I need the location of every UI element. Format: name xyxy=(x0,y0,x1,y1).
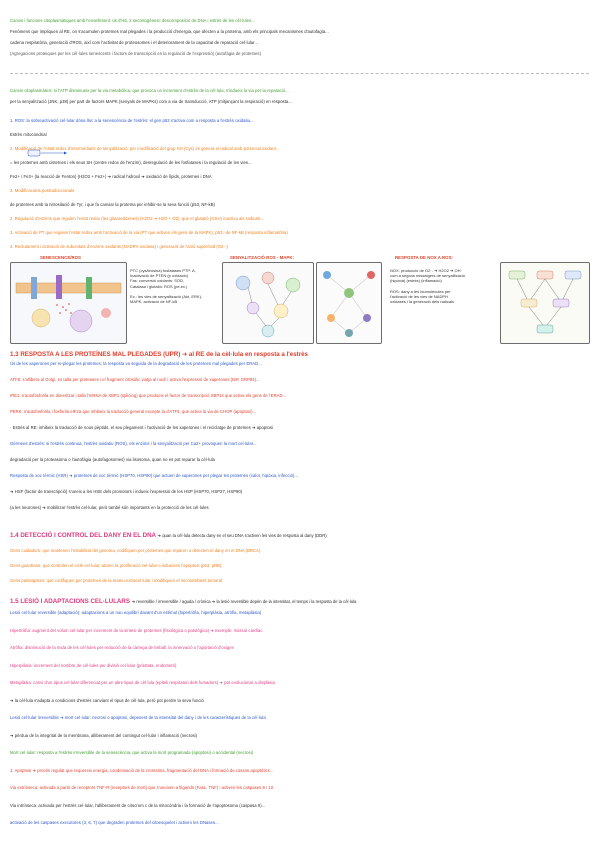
text-line: · Estrès al RE: inhibeix la traducció de… xyxy=(10,425,274,430)
text-line: Fe2+ / Fe3+ (la reacció de Fenton) (H2O2… xyxy=(10,174,212,179)
text-line: Lesió cel·lular reversible (adaptació): … xyxy=(10,610,262,615)
text-line: Lesió cel·lular irreversible ➜ mort cel·… xyxy=(10,715,266,720)
text-line: 4. Reclutament i activació de subunitats… xyxy=(10,244,228,249)
text-line: activació de les caspases executores (3,… xyxy=(10,820,219,825)
text-line: Gèrmens d'estrès: si l'estrès continua, … xyxy=(10,441,257,446)
figure-note-line: NOX: producció de O2·- ➜ H2O2 ➜ OH· xyxy=(390,268,462,273)
text-line: Gens paisatgistes: que codifiquen per pr… xyxy=(10,578,223,583)
text-line: Hiperplàsia: increment del nombre de cèl… xyxy=(10,662,177,668)
fig2-title: SENYALITZACIÓ ROS - MAPK: xyxy=(230,255,294,260)
receptor-shape xyxy=(56,275,62,299)
text-line: 1. Apoptosi ➜ procés regulat que requere… xyxy=(10,767,274,773)
text-line: 2. Regulació d'enzims que regulen l'esta… xyxy=(10,216,265,221)
text-line: Ús de les xaperones per re-plegar les pr… xyxy=(10,361,262,366)
text-line: ATF6: s'allibera al Golgi, es talla per … xyxy=(10,377,260,382)
section-1-5-subtitle: ➜ reversible / irreversible / aguda / cr… xyxy=(131,599,357,604)
figure-note-line: Catalasa i glutatió: ROS (pe.ex.) xyxy=(130,283,188,289)
text-line: Gens guardians: que controlen el cicle c… xyxy=(10,563,222,568)
figure-note-line: ROS: dany a les biomolècules per xyxy=(390,288,451,294)
fig2-pathway-diagram xyxy=(222,262,314,344)
figure-note-line: PTC (cys/tirosina) fosfatases PTP: A, xyxy=(130,268,196,273)
fig3-pathway-diagram xyxy=(500,262,590,344)
text-line: ➜ HSF (factor de transcripció) s'uneix a… xyxy=(10,489,243,494)
section-1-5-heading: 1.5 LESIÓ I ADAPTACIONS CEL·LULARS ➜ rev… xyxy=(10,598,356,605)
figure-note-line: com a segons missatgers de senyalització xyxy=(390,273,465,279)
text-line: Gens cuidadors: que mantenen l'estabilit… xyxy=(10,548,261,553)
network-svg xyxy=(323,271,375,337)
fig3-notes: NOX: producció de O2·- ➜ H2O2 ➜ OH·com a… xyxy=(390,268,465,304)
fig1-title: SENESCENCE/ROS xyxy=(40,255,81,260)
text-line: Estrès mitocondrial xyxy=(10,132,47,137)
section-1-4-title: 1.4 DETECCIÓ I CONTROL DEL DANY EN EL DN… xyxy=(10,532,156,539)
text-line: degradació per la proteasoma o l'autofàg… xyxy=(10,457,215,462)
cell-membrane-illustration xyxy=(15,275,122,333)
membrane-band xyxy=(15,282,122,294)
text-line: Metaplàsia: canvi d'un tipus cel·lular d… xyxy=(10,680,275,685)
figure-note-line: Ex.: les vies de senyalització (Akt, ERK… xyxy=(130,294,203,300)
text-line: Via intrínseca: activada per l'estrès ce… xyxy=(10,802,266,808)
section-1-4-subtitle: ➜ quan la cèl·lula detecta dany en el se… xyxy=(157,533,327,538)
fig2b-network-diagram xyxy=(316,262,382,344)
fig1-illustration xyxy=(10,262,127,344)
text-line: PERK: s'autofosforila i fosforila eIF2α … xyxy=(10,409,257,414)
figure-note-line: Fas: conversió oxidants: SOD, xyxy=(130,278,185,284)
text-line: ➜ pèrdua de la integritat de la membrana… xyxy=(10,732,198,738)
figure-note-line: (hipòxia) (estrès) (inflamació) xyxy=(390,278,442,284)
nucleus-shape xyxy=(69,309,93,333)
mapk-pathway-svg xyxy=(235,271,301,338)
text-line: Mort cel·lular: resposta a l'estrès irre… xyxy=(10,750,254,755)
text-line: 1. ROS: la sobreactivació cel·lular dóna… xyxy=(10,118,254,123)
ros-arrow-diagram xyxy=(27,149,67,157)
text-line: Resposta de xoc tèrmic (HSR) ➜ proteïnes… xyxy=(10,473,299,478)
receptor-shape xyxy=(86,277,92,299)
section-1-3-heading: 1.3 RESPOSTA A LES PROTEÏNES MAL PLEGADE… xyxy=(10,351,309,358)
fig1-notes: PTC (cys/tirosina) fosfatases PTP: A,Ina… xyxy=(130,268,202,304)
ros-node xyxy=(27,149,41,157)
text-line: Via extrínseca: activada a partir de rec… xyxy=(10,785,274,790)
text-line: per la senyalització (JNK, p38) per part… xyxy=(10,99,293,104)
text-line: Canvis citoplasmàtics: si l'ATP disminue… xyxy=(10,88,289,93)
section-1-5-title: 1.5 LESIÓ I ADAPTACIONS CEL·LULARS xyxy=(10,598,130,605)
text-line: IRE1: s'autofosforila en dimeritzar i ta… xyxy=(10,393,287,398)
receptor-shape xyxy=(31,277,37,299)
text-line: Fenòmens que impliquen al RE, on s'acumu… xyxy=(10,29,329,34)
figure-note-line: oxidases i la generació dels radicals xyxy=(390,299,455,305)
figure-note-line: l'activació de les vies de NADPH xyxy=(390,294,448,300)
section-1-4-heading: 1.4 DETECCIÓ I CONTROL DEL DANY EN EL DN… xyxy=(10,532,327,539)
fig3-title: RESPOSTA DE NOX A ROS: xyxy=(395,255,453,260)
text-line: Canvis i funcions citoplasmàtiques amb l… xyxy=(10,18,255,23)
nox-pathway-svg xyxy=(508,270,582,334)
text-line: ➜ la cèl·lula s'adapta a condicions d'es… xyxy=(10,697,204,703)
text-line: = les proteïnes amb cisteïnes i els seus… xyxy=(10,160,252,165)
text-line: (Agregacions proteiques per les cèl·lule… xyxy=(10,51,262,56)
text-line: de proteïnes amb la nitrosilació de Tyr,… xyxy=(10,202,215,207)
figure-note-line: Inactivació de PTEN (p oxidació) xyxy=(130,273,189,279)
text-line: 3. Modificacions postraduccionals xyxy=(10,188,75,193)
text-line: 3. Activació de PT que regulen l'estat r… xyxy=(10,230,288,235)
mitochondrion-shape xyxy=(31,308,51,328)
text-line: 2. Modificació de l'estat redox d'interm… xyxy=(10,146,280,151)
figure-note-line: MAPK, activació de NF-kB xyxy=(130,299,178,305)
text-line: cadena respiratòria, generació d'ROS, ai… xyxy=(10,40,259,45)
text-line: Atròfia: disminució de la mida de les cè… xyxy=(10,645,234,650)
vesicle-shape xyxy=(101,308,111,318)
ros-arrowhead xyxy=(64,151,67,155)
text-line: (a les neurones) ➜ mobilitzar l'estrès c… xyxy=(10,505,209,510)
section-divider xyxy=(10,73,589,74)
text-line: Hipertròfia: augment del volum cel·lular… xyxy=(10,627,263,633)
